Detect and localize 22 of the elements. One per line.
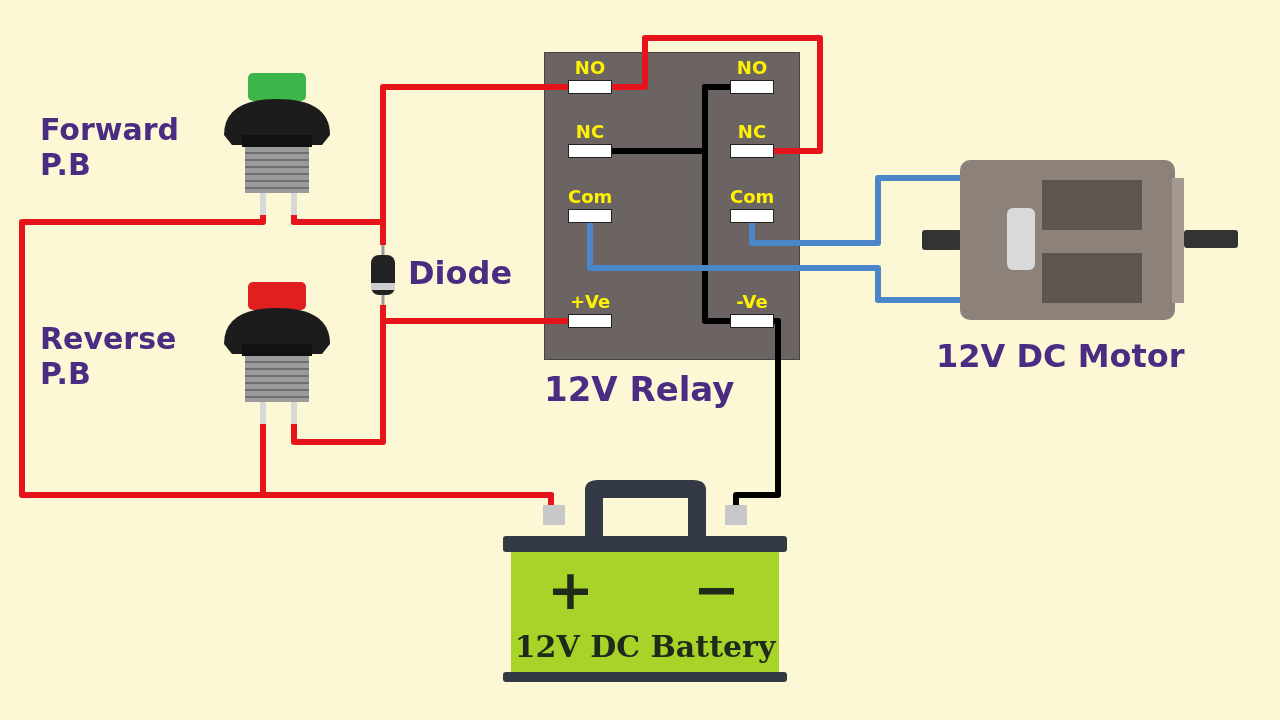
terminal-label: NC	[736, 122, 768, 143]
terminal-label: Com	[730, 187, 774, 208]
motor-label: 12V DC Motor	[936, 338, 1185, 375]
diode-label: Diode	[408, 255, 513, 292]
battery-label: 12V DC Battery	[513, 630, 778, 665]
terminal-label: +Ve	[568, 292, 612, 313]
wire	[749, 175, 960, 246]
button-label: Forward P.B	[40, 113, 180, 182]
wire	[587, 223, 960, 303]
wire	[612, 35, 823, 154]
terminal-label: -Ve	[735, 292, 769, 313]
terminal-label: NC	[574, 122, 606, 143]
relay-label: 12V Relay	[544, 370, 735, 410]
terminal-label: NO	[573, 58, 607, 79]
wire	[733, 318, 781, 505]
wire	[702, 84, 730, 324]
plus-sign: +	[547, 558, 594, 623]
terminal-label: Com	[568, 187, 612, 208]
button-label: Reverse P.B	[40, 322, 178, 391]
terminal-label: NO	[735, 58, 769, 79]
wire	[260, 424, 554, 505]
minus-sign: −	[693, 558, 740, 623]
